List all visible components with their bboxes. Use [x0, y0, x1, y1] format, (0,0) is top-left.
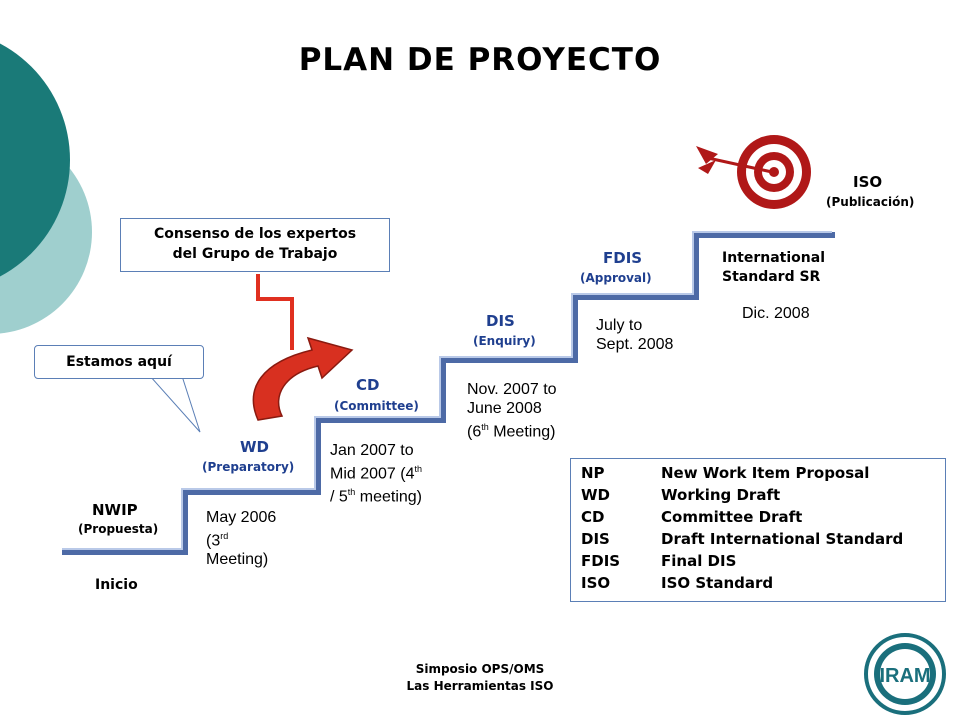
- legend-abbr: WD: [581, 486, 610, 504]
- dis-date-3c: Meeting): [488, 423, 556, 441]
- cd-sub: (Committee): [334, 399, 419, 413]
- target-icon: [696, 135, 811, 209]
- logo-text: IRAM: [879, 665, 930, 687]
- is-label: International Standard SR: [722, 249, 825, 287]
- footer-line1: Simposio OPS/OMS: [415, 662, 545, 676]
- legend-row: DIS Draft International Standard: [581, 530, 903, 548]
- consenso-line2: del Grupo de Trabajo: [172, 246, 338, 262]
- cd-date-2: Mid 2007 (4th: [330, 460, 422, 483]
- cd-date-3b: th: [347, 487, 356, 498]
- legend-abbr: NP: [581, 464, 605, 482]
- dis-date-3: (6th Meeting): [467, 418, 557, 441]
- legend-abbr: FDIS: [581, 552, 621, 570]
- curved-arrow-icon: [252, 336, 354, 421]
- legend-abbr: DIS: [581, 530, 610, 548]
- fdis-label: FDIS: [603, 249, 643, 267]
- consenso-callout: Consenso de los expertos del Grupo de Tr…: [120, 218, 390, 272]
- dark-teal-circle: [0, 43, 70, 277]
- cd-date-3: / 5th meeting): [330, 483, 422, 506]
- connector-line: [256, 274, 294, 350]
- cd-date-3a: / 5: [330, 488, 348, 506]
- is-date: Dic. 2008: [742, 305, 810, 322]
- inicio-label: Inicio: [95, 577, 138, 593]
- legend-row: NP New Work Item Proposal: [581, 464, 869, 482]
- estamos-callout: Estamos aquí: [34, 345, 204, 379]
- legend-text: New Work Item Proposal: [661, 464, 870, 482]
- wd-sub: (Preparatory): [202, 460, 295, 474]
- legend-row: ISO ISO Standard: [581, 574, 773, 592]
- legend-text: Draft International Standard: [661, 530, 904, 548]
- cd-date-3c: meeting): [355, 488, 423, 506]
- cd-date: Jan 2007 to Mid 2007 (4th / 5th meeting): [330, 441, 422, 507]
- cd-label: CD: [356, 376, 380, 394]
- fdis-date-2: Sept. 2008: [596, 336, 674, 353]
- legend-text: ISO Standard: [661, 574, 774, 592]
- dis-label: DIS: [486, 312, 515, 330]
- is-line2: Standard SR: [722, 269, 821, 285]
- cd-date-1: Jan 2007 to: [330, 442, 414, 459]
- footer-line2: Las Herramientas ISO: [406, 679, 554, 693]
- dis-date-2: June 2008: [467, 400, 542, 417]
- nwip-sub: (Propuesta): [78, 522, 159, 536]
- wd-label: WD: [240, 438, 269, 456]
- dis-date-3b: th: [481, 422, 489, 432]
- wd-date: May 2006 (3rd Meeting): [206, 508, 276, 569]
- fdis-sub: (Approval): [580, 271, 652, 285]
- fdis-date: July to Sept. 2008: [596, 316, 673, 354]
- staircase-line: [62, 231, 832, 550]
- fdis-date-1: July to: [596, 317, 643, 334]
- wd-date-3: Meeting): [206, 551, 269, 569]
- iram-logo: IRAM: [864, 633, 946, 715]
- dis-date-3a: (6: [467, 423, 482, 441]
- staircase-shadow: [62, 232, 835, 555]
- dis-sub: (Enquiry): [473, 334, 536, 348]
- dis-date-1: Nov. 2007 to: [467, 381, 557, 398]
- legend-text: Committee Draft: [661, 508, 803, 526]
- consenso-line1: Consenso de los expertos: [153, 226, 357, 242]
- callout-pointer: [148, 375, 201, 433]
- legend-box: NP New Work Item Proposal WD Working Draft…: [570, 458, 946, 602]
- legend-text: Working Draft: [661, 486, 781, 504]
- decorative-circles: [0, 43, 92, 334]
- wd-date-2a: (3: [206, 532, 221, 550]
- legend-text: Final DIS: [661, 552, 737, 570]
- wd-date-1: May 2006: [206, 509, 277, 526]
- legend-abbr: ISO: [581, 574, 611, 592]
- legend-row: WD Working Draft: [581, 486, 780, 504]
- page-title: PLAN DE PROYECTO: [298, 42, 662, 78]
- wd-date-2: (3rd: [206, 527, 276, 550]
- legend-row: CD Committee Draft: [581, 508, 802, 526]
- iso-sub: (Publicación): [826, 195, 915, 209]
- legend-row: FDIS Final DIS: [581, 552, 736, 570]
- nwip-label: NWIP: [92, 501, 138, 519]
- wd-date-2b: rd: [220, 531, 229, 541]
- legend-abbr: CD: [581, 508, 605, 526]
- footer: Simposio OPS/OMS Las Herramientas ISO: [0, 661, 960, 695]
- dis-date: Nov. 2007 to June 2008 (6th Meeting): [467, 380, 557, 441]
- is-line1: International: [722, 250, 826, 266]
- cd-date-2b: th: [414, 464, 423, 474]
- iso-label: ISO: [853, 173, 883, 191]
- cd-date-2a: Mid 2007 (4: [330, 465, 415, 483]
- estamos-label: Estamos aquí: [66, 354, 172, 370]
